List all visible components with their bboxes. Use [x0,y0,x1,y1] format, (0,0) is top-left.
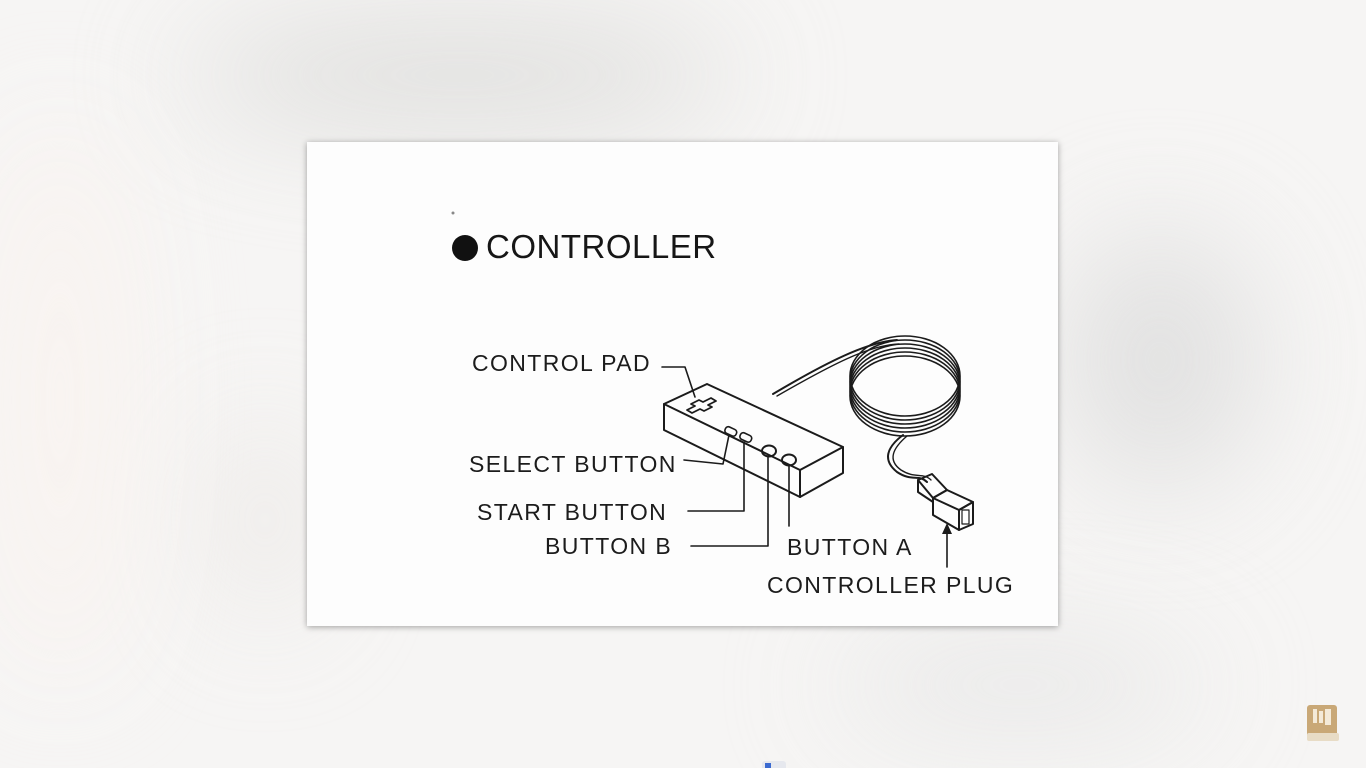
label-controller-plug: CONTROLLER PLUG [767,572,1015,598]
button-b-shape [761,444,777,458]
title-bullet [452,235,478,261]
manual-page: CONTROLLER CONTROL PAD SELECT BUTTON STA… [307,142,1058,626]
controller-illustration [451,211,974,568]
cable-coil [849,335,961,437]
background-blur-shape [1060,230,1260,490]
label-control-pad: CONTROL PAD [472,350,651,376]
label-select-button: SELECT BUTTON [469,451,677,477]
book-icon[interactable] [1305,703,1341,743]
controller-front-face [663,403,801,498]
controller-top-face [663,383,844,471]
background-blur-shape [830,640,1210,730]
label-start-button: START BUTTON [477,499,668,525]
speck [451,211,455,215]
background-blur-shape [0,120,120,680]
label-button-b: BUTTON B [545,533,673,559]
controller-side-face [799,446,844,498]
plug-cable [887,434,928,483]
background-blur-shape [180,20,740,130]
dpad-icon [686,397,717,414]
diagram-title: CONTROLLER [486,228,717,265]
controller-plug-shape [917,473,974,531]
plug-arrow-head [942,523,952,534]
label-button-a: BUTTON A [787,534,913,560]
leader-lines [661,366,790,547]
scroll-indicator[interactable] [762,761,786,768]
background-blur-shape [220,420,310,620]
